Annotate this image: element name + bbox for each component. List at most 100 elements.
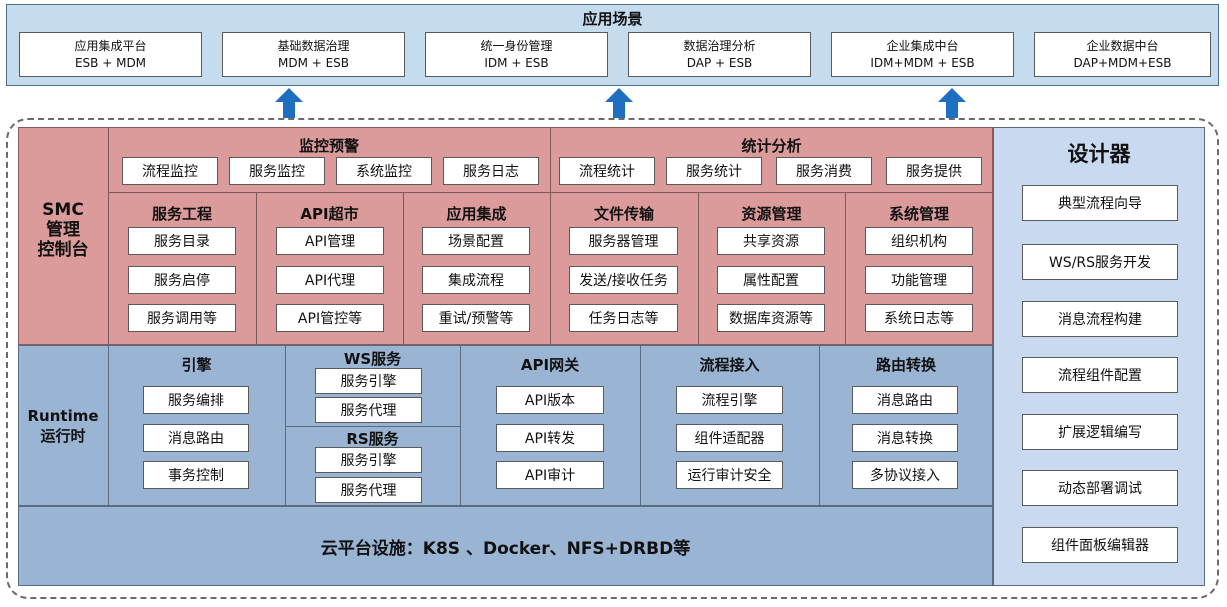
application-scenarios-title: 应用场景 <box>582 10 643 28</box>
scenario-box-3: 统一身份管理 IDM + ESB <box>425 32 608 77</box>
group-item: 服务器管理 <box>569 227 678 255</box>
group-item: 任务日志等 <box>569 304 678 332</box>
resource-management-title: 资源管理 <box>741 205 802 223</box>
designer-item: 组件面板编辑器 <box>1022 527 1178 563</box>
group-item: 组织机构 <box>865 227 973 255</box>
scenario-box-5: 企业集成中台 IDM+MDM + ESB <box>831 32 1014 77</box>
smc-label-line1: SMC <box>42 200 84 220</box>
runtime-label: Runtime 运行时 <box>18 406 108 446</box>
group-item: API代理 <box>276 266 384 294</box>
scenario-name: 企业集成中台 <box>886 38 959 53</box>
group-item: API管理 <box>276 227 384 255</box>
scenario-box-2: 基础数据治理 MDM + ESB <box>222 32 405 77</box>
scenario-name: 基础数据治理 <box>277 38 350 53</box>
divider <box>256 192 257 345</box>
service-monitor-box: 服务监控 <box>229 157 325 185</box>
flow-monitor-box: 流程监控 <box>122 157 218 185</box>
engine-item: 消息路由 <box>143 424 249 452</box>
ws-service-title: WS服务 <box>343 350 402 368</box>
group-item: 共享资源 <box>717 227 825 255</box>
service-consume-box: 服务消费 <box>776 157 872 185</box>
app-integration-title: 应用集成 <box>446 205 507 223</box>
smc-label-line2: 管理 <box>46 220 80 240</box>
rs-item: 服务引擎 <box>315 447 422 473</box>
divider <box>285 426 460 427</box>
cloud-infrastructure-panel <box>18 506 993 586</box>
scenario-name: 数据治理分析 <box>683 38 756 53</box>
application-scenarios-panel <box>6 4 1219 86</box>
designer-item: 扩展逻辑编写 <box>1022 414 1178 450</box>
scenario-box-4: 数据治理分析 DAP + ESB <box>628 32 811 77</box>
divider <box>285 345 286 506</box>
group-item: API管控等 <box>276 304 384 332</box>
route-transform-title: 路由转换 <box>875 356 936 374</box>
divider <box>550 127 551 345</box>
scenario-name: 企业数据中台 <box>1086 38 1159 53</box>
divider <box>698 192 699 345</box>
divider <box>108 127 109 345</box>
engine-item: 事务控制 <box>143 461 249 489</box>
cloud-infrastructure-label: 云平台设施：K8S 、Docker、NFS+DRBD等 <box>320 539 691 559</box>
up-arrow-icon <box>605 88 633 118</box>
ws-item: 服务代理 <box>315 397 422 423</box>
api-gateway-title: API网关 <box>520 356 580 374</box>
scenario-tech: MDM + ESB <box>277 55 350 70</box>
system-monitor-box: 系统监控 <box>336 157 432 185</box>
gateway-item: API审计 <box>496 461 604 489</box>
runtime-label-line1: Runtime <box>27 407 99 425</box>
group-item: 系统日志等 <box>865 304 973 332</box>
divider <box>640 345 641 506</box>
statistics-title: 统计分析 <box>741 137 802 155</box>
divider <box>460 345 461 506</box>
gateway-item: API转发 <box>496 424 604 452</box>
system-management-title: 系统管理 <box>888 205 949 223</box>
route-item: 消息路由 <box>852 386 958 414</box>
route-item: 消息转换 <box>852 424 958 452</box>
flow-stats-box: 流程统计 <box>559 157 655 185</box>
route-item: 多协议接入 <box>852 461 958 489</box>
runtime-label-line2: 运行时 <box>40 427 86 445</box>
scenario-tech: DAP+MDM+ESB <box>1073 55 1172 70</box>
scenario-tech: IDM+MDM + ESB <box>870 55 975 70</box>
divider <box>403 192 404 345</box>
divider <box>845 192 846 345</box>
scenario-tech: ESB + MDM <box>74 55 147 70</box>
designer-item: 动态部署调试 <box>1022 470 1178 506</box>
service-provide-box: 服务提供 <box>886 157 982 185</box>
designer-item: WS/RS服务开发 <box>1022 244 1178 280</box>
flow-item: 流程引擎 <box>676 386 783 414</box>
rs-service-title: RS服务 <box>346 430 399 448</box>
group-item: 服务调用等 <box>128 304 236 332</box>
group-item: 功能管理 <box>865 266 973 294</box>
monitor-alert-title: 监控预警 <box>298 137 359 155</box>
group-item: 属性配置 <box>717 266 825 294</box>
service-log-box: 服务日志 <box>443 157 539 185</box>
flow-item: 运行审计安全 <box>676 461 783 489</box>
flow-item: 组件适配器 <box>676 424 783 452</box>
engine-item: 服务编排 <box>143 386 249 414</box>
group-item: 服务目录 <box>128 227 236 255</box>
file-transfer-title: 文件传输 <box>593 205 654 223</box>
divider <box>108 192 993 193</box>
group-item: 集成流程 <box>422 266 530 294</box>
service-engineering-title: 服务工程 <box>151 205 212 223</box>
group-item: 场景配置 <box>422 227 530 255</box>
designer-item: 消息流程构建 <box>1022 301 1178 337</box>
scenario-tech: DAP + ESB <box>686 55 753 70</box>
designer-title: 设计器 <box>1067 142 1131 166</box>
group-item: 重试/预警等 <box>422 304 530 332</box>
designer-item: 流程组件配置 <box>1022 357 1178 393</box>
group-item: 数据库资源等 <box>717 304 825 332</box>
scenario-box-6: 企业数据中台 DAP+MDM+ESB <box>1034 32 1211 77</box>
up-arrow-icon <box>275 88 303 118</box>
scenario-tech: IDM + ESB <box>484 55 549 70</box>
engine-title: 引擎 <box>181 356 212 374</box>
scenario-name: 应用集成平台 <box>74 38 147 53</box>
smc-label: SMC 管理 控制台 <box>18 200 108 260</box>
smc-label-line3: 控制台 <box>37 240 89 260</box>
divider <box>108 345 109 506</box>
gateway-item: API版本 <box>496 386 604 414</box>
group-item: 服务启停 <box>128 266 236 294</box>
divider <box>819 345 820 506</box>
platform-dashed-boundary <box>6 118 1219 599</box>
